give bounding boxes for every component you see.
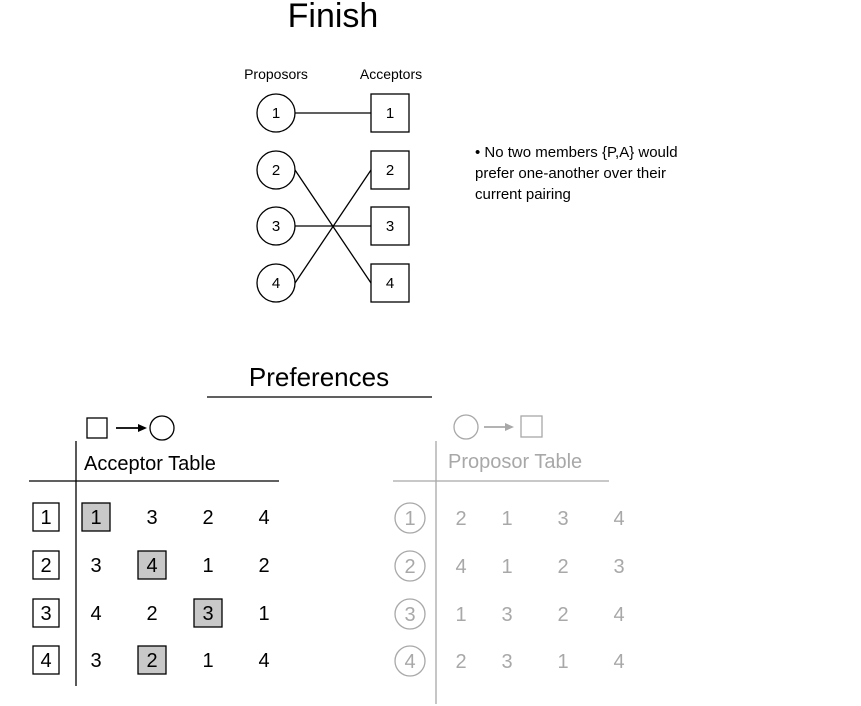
proposor-node: 4 — [256, 263, 296, 303]
table-row: 1 1 3 2 4 — [32, 502, 270, 532]
table-cell: 1 — [202, 650, 213, 672]
note-line: • No two members {P,A} would — [475, 144, 678, 161]
table-cell: 4 — [613, 651, 624, 673]
acceptor-row-label: 3 — [40, 603, 51, 625]
acceptor-row-label: 4 — [40, 650, 51, 672]
table-cell: 3 — [501, 604, 512, 626]
pair-lines — [294, 112, 372, 284]
table-cell: 2 — [146, 650, 157, 672]
table-cell: 2 — [455, 508, 466, 530]
acceptor-node: 4 — [370, 263, 410, 303]
proposor-row-circle — [394, 598, 426, 630]
stability-note: • No two members {P,A} would prefer one-a… — [475, 144, 678, 203]
acceptor-row-box — [32, 645, 60, 675]
table-cell: 2 — [557, 604, 568, 626]
table-cell: 4 — [613, 508, 624, 530]
table-cell: 1 — [90, 507, 101, 529]
table-cell: 4 — [90, 603, 101, 625]
table-cell: 3 — [557, 508, 568, 530]
table-cell: 4 — [455, 556, 466, 578]
table-cell: 1 — [557, 651, 568, 673]
table-cell: 1 — [258, 603, 269, 625]
proposor-node-label: 1 — [272, 105, 280, 122]
acceptor-row-box — [32, 598, 60, 628]
table-cell: 4 — [613, 604, 624, 626]
proposor-rows: 1 2 1 3 4 2 4 1 2 3 3 1 3 2 4 4 2 3 1 4 — [394, 502, 625, 677]
acceptor-table-title: Acceptor Table — [84, 453, 216, 475]
page-title: Finish — [288, 0, 379, 35]
proposor-node-label: 4 — [272, 275, 280, 292]
table-cell: 2 — [146, 603, 157, 625]
square-arrow-circle-icon — [86, 415, 175, 441]
table-cell: 1 — [202, 555, 213, 577]
note-line: prefer one-another over their — [475, 165, 666, 182]
proposor-row-circle — [394, 645, 426, 677]
proposor-node: 2 — [256, 150, 296, 190]
acceptor-node-label: 4 — [386, 275, 394, 292]
table-cell: 4 — [146, 555, 157, 577]
table-cell: 1 — [455, 604, 466, 626]
proposor-table: Proposor Table 1 2 1 3 4 2 4 1 2 3 3 1 3 2 4 4 2 3 1 4 — [393, 414, 625, 704]
table-row: 4 2 3 1 4 — [394, 645, 625, 677]
acceptor-row-label: 2 — [40, 555, 51, 577]
proposor-row-label: 3 — [404, 604, 415, 626]
proposor-row-label: 1 — [404, 508, 415, 530]
table-cell: 4 — [258, 507, 269, 529]
acceptor-node: 1 — [370, 93, 410, 133]
table-cell: 3 — [146, 507, 157, 529]
table-cell: 4 — [258, 650, 269, 672]
acceptor-nodes: 1 2 3 4 — [370, 93, 410, 303]
acceptor-row-box — [32, 502, 60, 532]
highlight-box — [137, 550, 167, 580]
preferences-heading: Preferences — [249, 362, 389, 392]
highlight-box — [137, 645, 167, 675]
table-row: 3 1 3 2 4 — [394, 598, 625, 630]
proposor-row-circle — [394, 550, 426, 582]
proposor-nodes: 1 2 3 4 — [256, 93, 296, 303]
table-cell: 2 — [455, 651, 466, 673]
acceptor-row-box — [32, 550, 60, 580]
acceptor-rows: 1 1 3 2 4 2 3 4 1 2 3 4 2 3 1 4 3 2 1 4 — [32, 502, 270, 675]
acceptor-table: Acceptor Table 1 1 3 2 4 2 3 4 1 2 3 4 2 3 1 4 3 2 1 4 — [29, 415, 279, 686]
matching-diagram: Proposors Acceptors 1 2 3 4 1 2 3 4 — [244, 66, 422, 303]
note-line: current pairing — [475, 186, 571, 203]
table-cell: 2 — [258, 555, 269, 577]
proposor-row-label: 4 — [404, 651, 415, 673]
table-cell: 3 — [202, 603, 213, 625]
acceptor-row-label: 1 — [40, 507, 51, 529]
acceptor-node-label: 3 — [386, 218, 394, 235]
acceptors-label: Acceptors — [360, 66, 422, 82]
table-cell: 2 — [557, 556, 568, 578]
proposors-label: Proposors — [244, 66, 308, 82]
proposor-node-label: 3 — [272, 218, 280, 235]
acceptor-node: 2 — [370, 150, 410, 190]
proposor-table-title: Proposor Table — [448, 451, 582, 473]
table-row: 3 4 2 3 1 — [32, 598, 270, 628]
table-row: 2 3 4 1 2 — [32, 550, 270, 580]
table-cell: 3 — [613, 556, 624, 578]
proposor-row-circle — [394, 502, 426, 534]
highlight-box — [81, 502, 111, 532]
table-row: 1 2 1 3 4 — [394, 502, 625, 534]
table-cell: 3 — [90, 650, 101, 672]
circle-arrow-square-icon — [453, 414, 543, 440]
table-cell: 1 — [501, 508, 512, 530]
table-cell: 3 — [90, 555, 101, 577]
proposor-row-label: 2 — [404, 556, 415, 578]
table-row: 4 3 2 1 4 — [32, 645, 270, 675]
proposor-node-label: 2 — [272, 162, 280, 179]
table-cell: 1 — [501, 556, 512, 578]
acceptor-node-label: 1 — [386, 105, 394, 122]
highlight-box — [193, 598, 223, 628]
table-cell: 2 — [202, 507, 213, 529]
table-row: 2 4 1 2 3 — [394, 550, 625, 582]
pair-line — [294, 169, 372, 284]
acceptor-node: 3 — [370, 206, 410, 246]
proposor-node: 3 — [256, 206, 296, 246]
proposor-node: 1 — [256, 93, 296, 133]
acceptor-node-label: 2 — [386, 162, 394, 179]
table-cell: 3 — [501, 651, 512, 673]
